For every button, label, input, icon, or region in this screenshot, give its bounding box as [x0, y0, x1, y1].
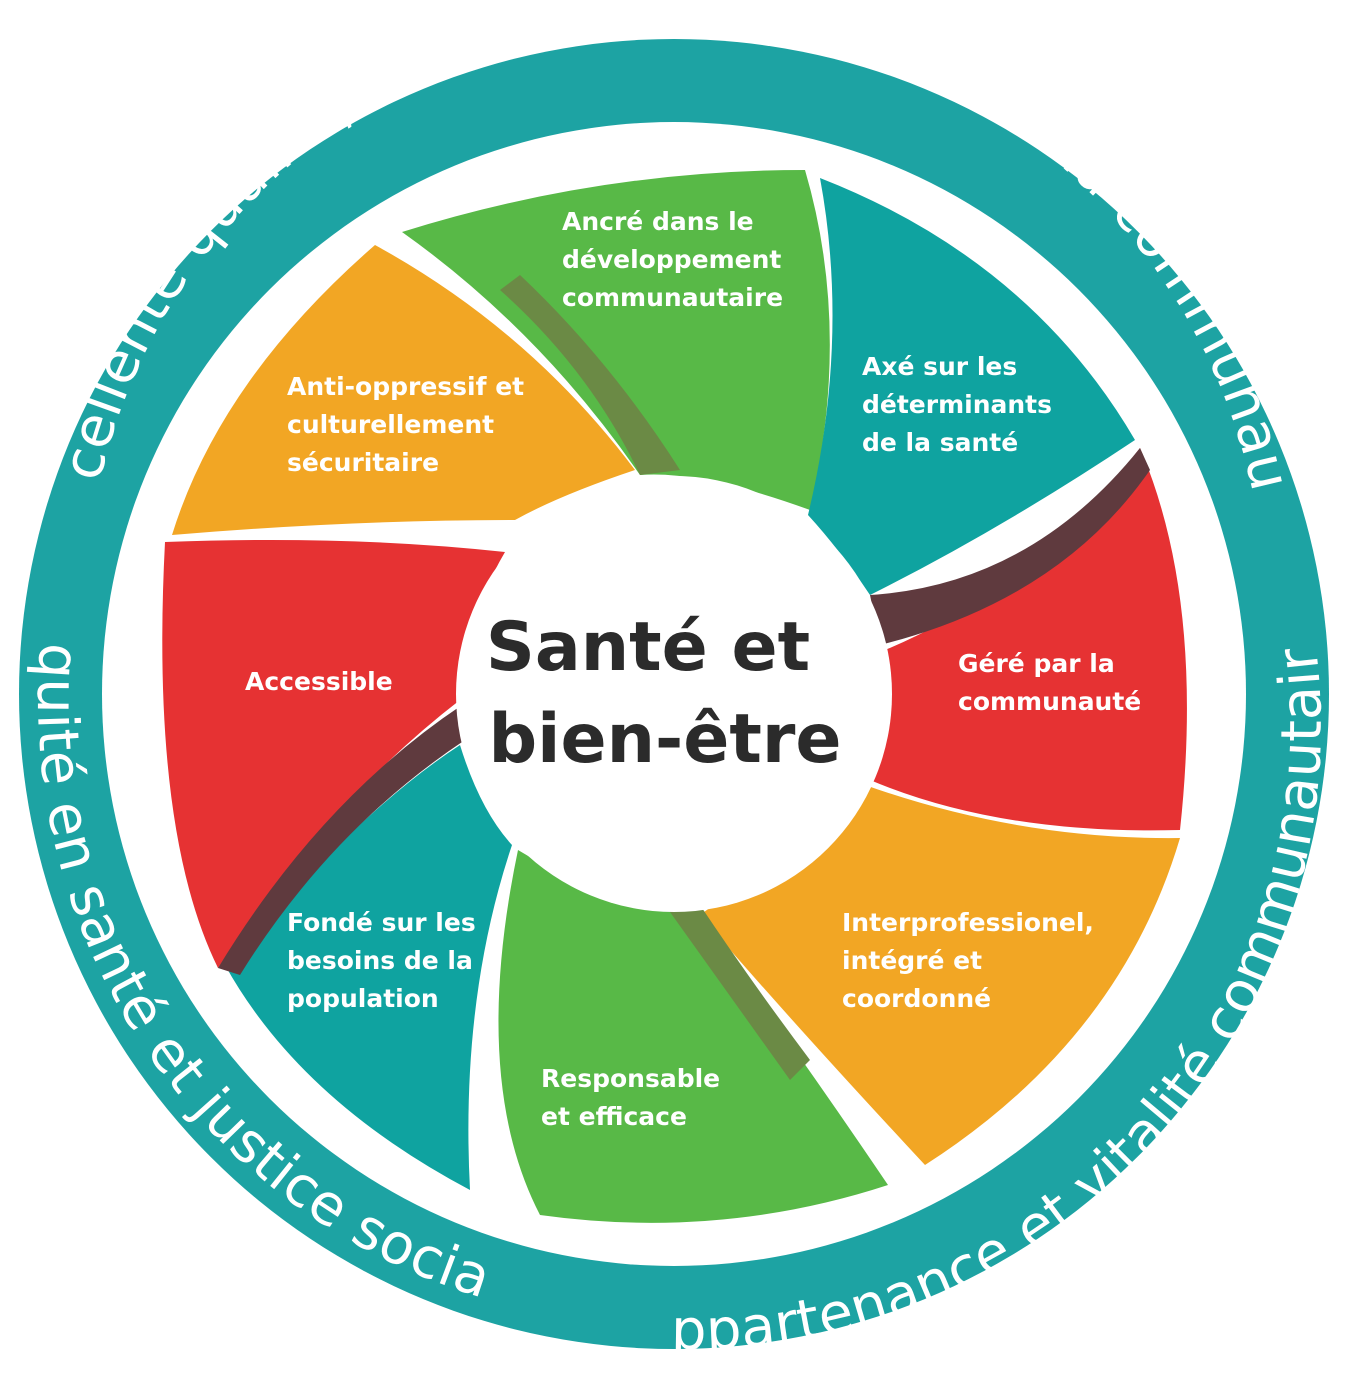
label-responsable: Responsable et efficace — [541, 1064, 729, 1131]
overlap-band-bottom — [665, 905, 810, 1080]
label-anti: Anti-oppressif et culturellement sécurit… — [287, 372, 533, 477]
segment-interpro — [700, 785, 1180, 1165]
label-ancre: Ancré dans le développement communautair… — [562, 207, 790, 312]
label-interpro: Interprofessionel, intégré et coordonné — [842, 908, 1103, 1013]
segment-labels: Ancré dans le développement communautair… — [245, 207, 1141, 1131]
center-circle — [456, 476, 892, 912]
segments-group — [162, 170, 1187, 1223]
segment-responsable — [498, 850, 888, 1223]
overlap-band-top — [500, 275, 680, 475]
label-gere: Géré par la communauté — [958, 649, 1141, 716]
segment-gere — [870, 448, 1187, 831]
segment-ancre — [402, 170, 830, 510]
label-fonde: Fondé sur les besoins de la population — [287, 908, 484, 1013]
segment-fonde — [225, 745, 512, 1190]
label-accessible: Accessible — [245, 667, 393, 696]
segment-anti — [172, 245, 635, 535]
segment-axe — [808, 178, 1135, 595]
overlap-band-right — [870, 448, 1150, 645]
segment-accessible — [162, 539, 505, 968]
overlap-band-left — [218, 705, 465, 975]
label-axe: Axé sur les déterminants de la santé — [862, 352, 1061, 457]
center-title-line1: Santé et — [486, 608, 810, 687]
center-title-line2: bien-être — [488, 700, 841, 779]
